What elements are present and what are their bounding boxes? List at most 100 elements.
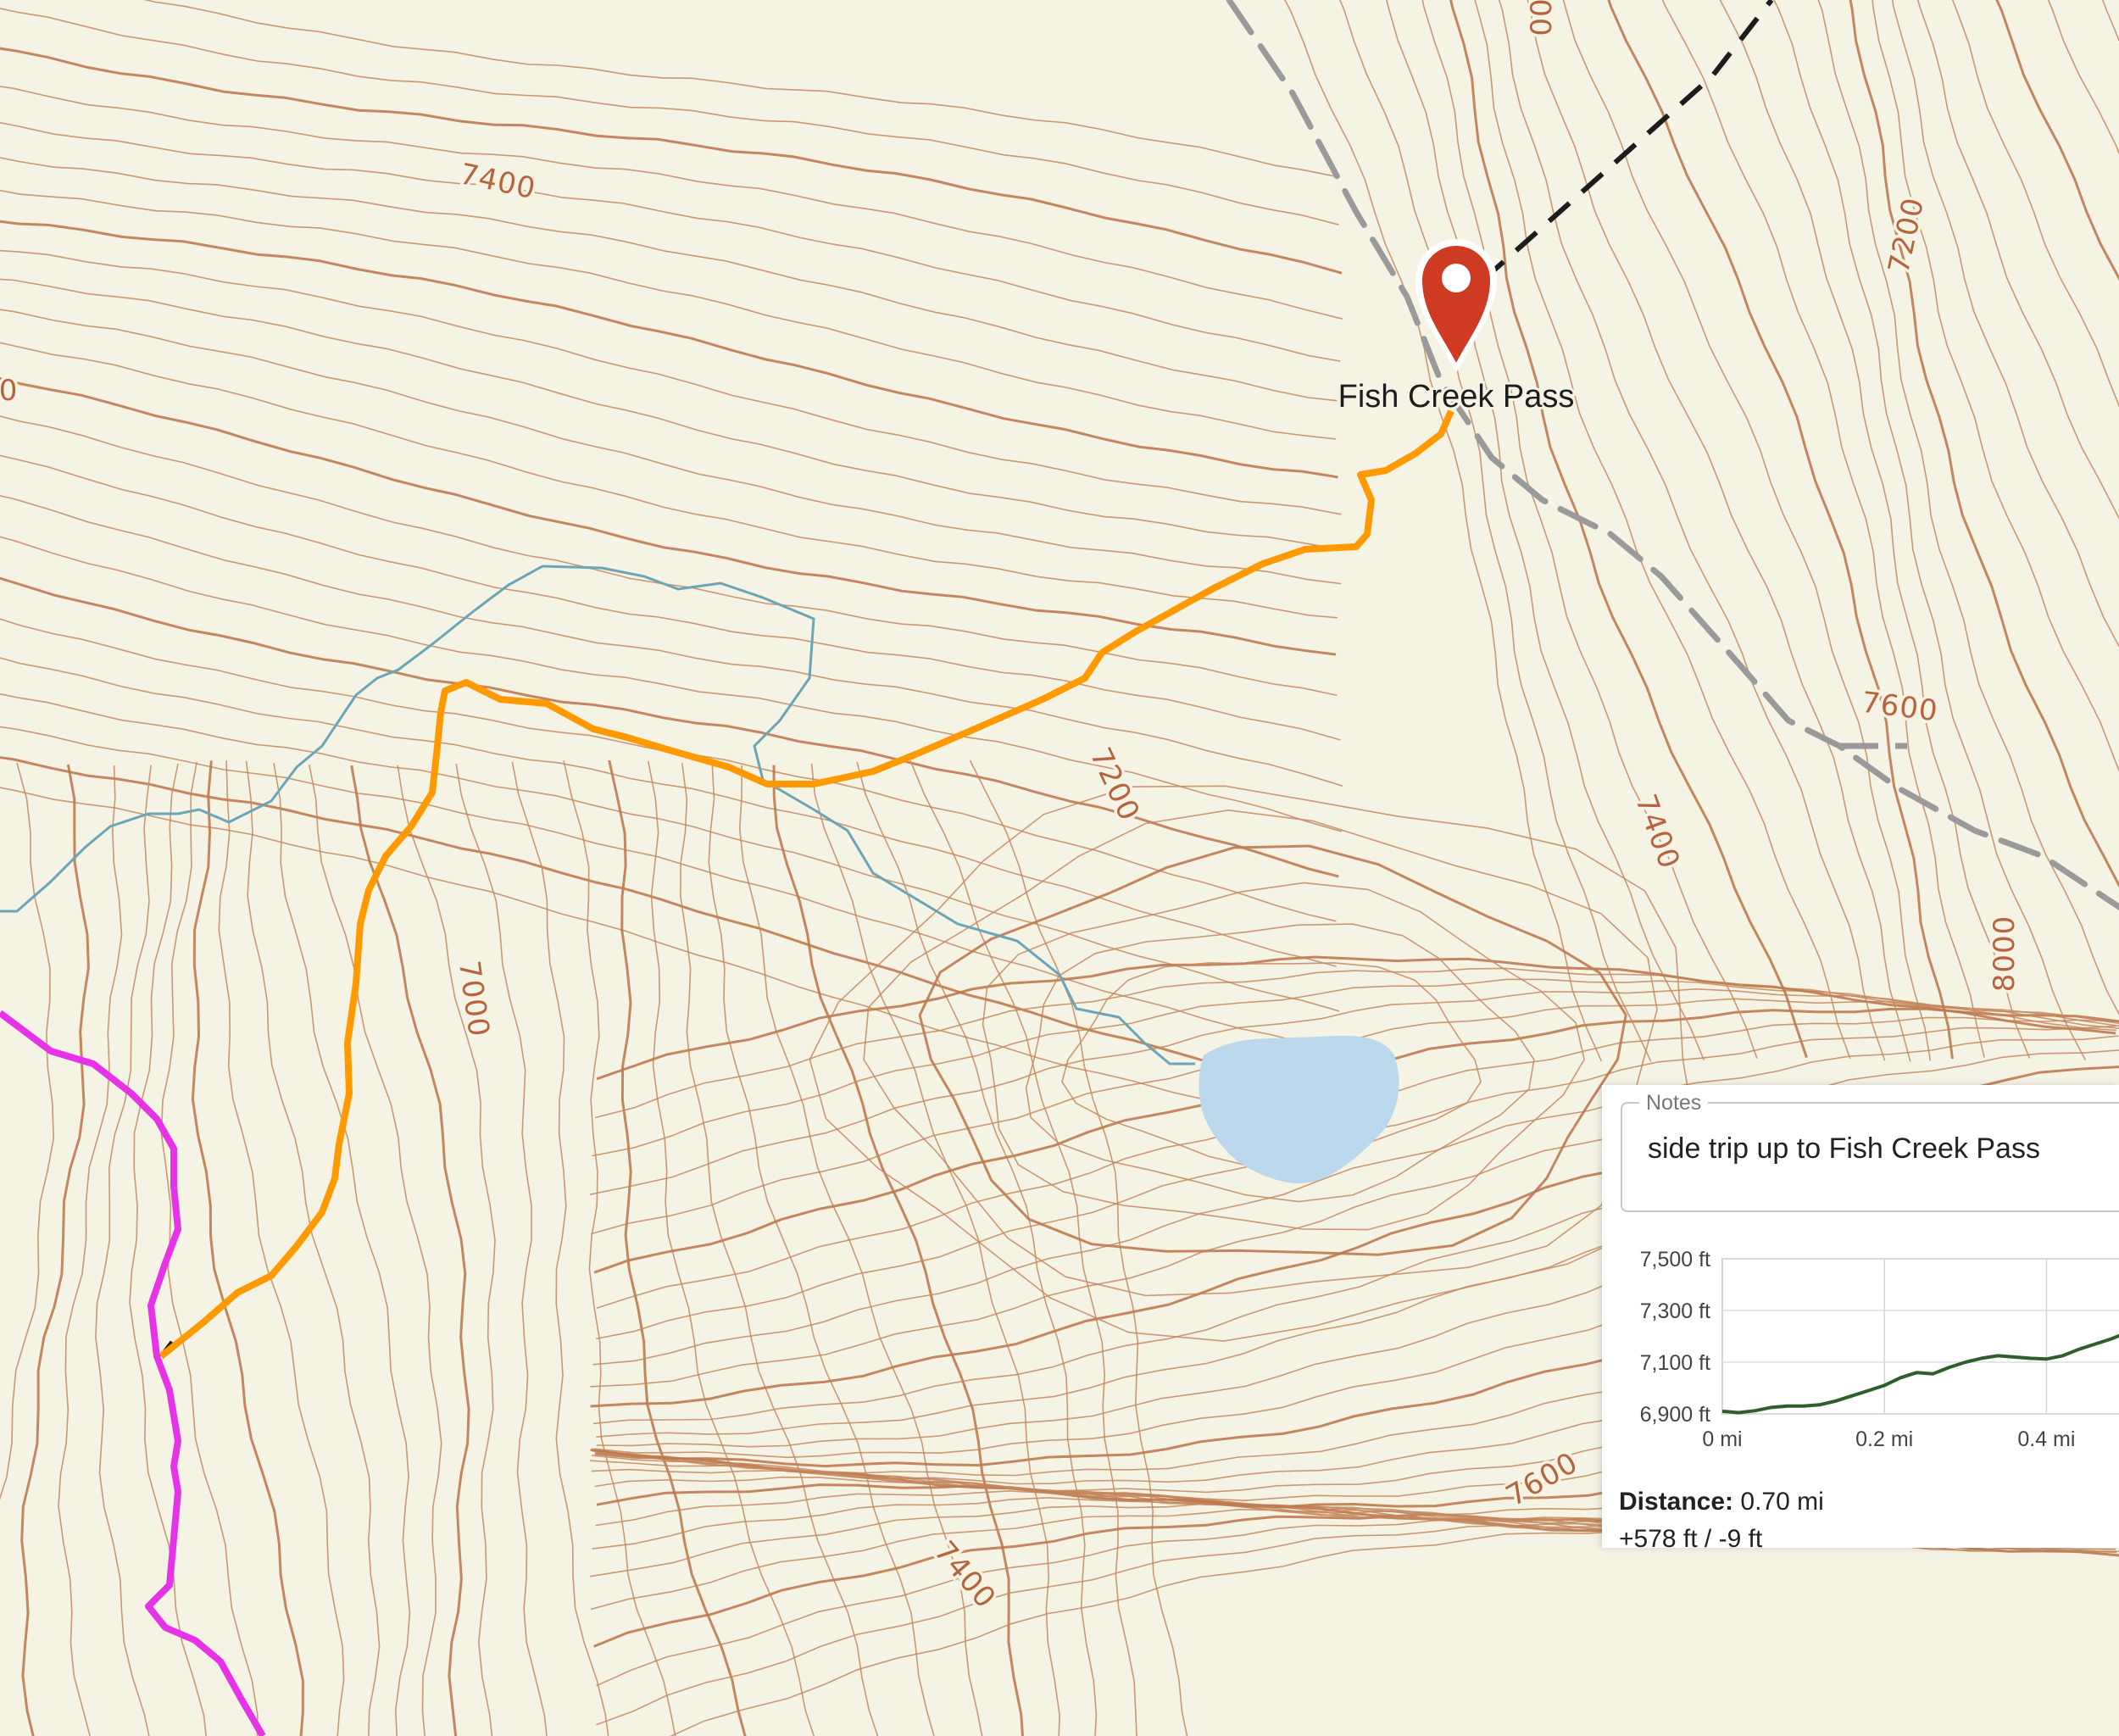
contour-line bbox=[1872, 0, 2119, 773]
contour-line bbox=[511, 761, 609, 1736]
contour-line bbox=[708, 764, 935, 1736]
contour-line bbox=[1025, 923, 1535, 1203]
contour-line bbox=[680, 762, 879, 1736]
contour-line bbox=[0, 762, 55, 1500]
contour-line bbox=[1849, 0, 2119, 888]
elevation-gain-loss: +578 ft / -9 ft bbox=[1619, 1525, 1763, 1548]
contour-line bbox=[810, 763, 1060, 1736]
contour-line bbox=[0, 454, 1341, 741]
contour-line bbox=[0, 536, 1343, 832]
contour-line bbox=[918, 844, 1627, 1256]
contour-label: 7000 bbox=[452, 959, 496, 1039]
contour-line bbox=[1474, 0, 1851, 1060]
contour-line bbox=[1527, 0, 1911, 1062]
y-tick-label: 6,900 ft bbox=[1640, 1403, 1710, 1427]
contour-line bbox=[592, 978, 2119, 1157]
contour-line bbox=[0, 756, 1343, 1093]
contour-label: 8000 bbox=[1988, 915, 2022, 993]
x-tick-label: 0.2 mi bbox=[1855, 1427, 1913, 1451]
contour-line bbox=[809, 785, 1694, 1342]
contour-line bbox=[0, 495, 1343, 787]
contour-line bbox=[218, 760, 345, 1736]
chart-frame bbox=[1721, 1258, 2119, 1415]
contour-line bbox=[1951, 0, 2119, 408]
contour-line bbox=[0, 122, 1341, 362]
contour-line bbox=[0, 657, 1337, 967]
notes-label: Notes bbox=[1639, 1091, 1709, 1116]
y-tick-label: 7,100 ft bbox=[1640, 1351, 1710, 1375]
contour-line bbox=[969, 760, 1188, 1736]
notes-text[interactable]: side trip up to Fish Creek Pass bbox=[1648, 1132, 2040, 1165]
main-route-line bbox=[0, 1010, 266, 1736]
contour-line bbox=[1421, 0, 1758, 1059]
contour-line bbox=[273, 762, 411, 1736]
contour-line bbox=[863, 809, 1658, 1297]
contour-line bbox=[608, 760, 747, 1736]
trail-dashed-line bbox=[1482, 0, 1774, 282]
contour-line bbox=[0, 47, 1343, 275]
y-tick-label: 7,300 ft bbox=[1640, 1299, 1710, 1323]
contour-line bbox=[982, 882, 1585, 1231]
contour-line bbox=[191, 760, 304, 1736]
contour-line bbox=[95, 765, 152, 1736]
contour-line bbox=[596, 955, 2116, 1081]
contour-line bbox=[0, 576, 1339, 878]
contour-line bbox=[0, 8, 1339, 225]
contour-line bbox=[772, 765, 1024, 1736]
place-marker[interactable] bbox=[1415, 239, 1497, 373]
contour-line bbox=[738, 765, 983, 1736]
contour-line bbox=[0, 342, 1338, 619]
place-label[interactable]: Fish Creek Pass bbox=[1336, 376, 1577, 417]
contour-line bbox=[589, 988, 2119, 1195]
contour-line bbox=[1284, 0, 1603, 1062]
contour-line bbox=[350, 765, 470, 1736]
route-stats: Distance: 0.70 mi +578 ft / -9 ft bbox=[1619, 1483, 1824, 1548]
map-pin-icon bbox=[1415, 239, 1497, 373]
notes-field[interactable]: Notes side trip up to Fish Creek Pass bbox=[1621, 1091, 2119, 1212]
contour-line bbox=[0, 278, 1343, 551]
contour-line bbox=[1817, 0, 2119, 1015]
contour-line bbox=[0, 249, 1342, 515]
contour-line bbox=[1995, 0, 2119, 281]
contour-line bbox=[1916, 0, 2119, 520]
contour-line bbox=[648, 760, 815, 1736]
contour-line bbox=[0, 220, 1338, 479]
distance-value: 0.70 mi bbox=[1740, 1488, 1824, 1516]
contour-line bbox=[563, 760, 676, 1736]
contour-line bbox=[397, 765, 496, 1736]
contour-line bbox=[592, 1035, 2119, 1366]
distance-row: Distance: 0.70 mi bbox=[1619, 1483, 1824, 1521]
contour-line bbox=[309, 764, 442, 1736]
contour-line bbox=[1339, 0, 1652, 1062]
x-tick-label: 0 mi bbox=[1702, 1427, 1742, 1451]
contour-line bbox=[0, 189, 1337, 440]
contour-line bbox=[0, 309, 1342, 585]
contour-line bbox=[1385, 0, 1705, 1061]
boundary-dashed-line bbox=[1226, 0, 2119, 910]
lake-area bbox=[1199, 1035, 1399, 1183]
contour-line bbox=[1773, 0, 2087, 1060]
elevation-line bbox=[1721, 1333, 2119, 1415]
contour-line bbox=[1719, 0, 2031, 1059]
contour-line bbox=[20, 764, 90, 1736]
contour-line bbox=[129, 763, 207, 1736]
contour-line bbox=[1891, 0, 2119, 648]
contour-line bbox=[1607, 0, 1954, 1060]
contour-line bbox=[590, 1049, 2119, 1388]
contour-line bbox=[0, 376, 1337, 656]
x-tick-label: 0.4 mi bbox=[2017, 1427, 2075, 1451]
contour-label: 0 bbox=[0, 374, 18, 408]
contour-line bbox=[0, 157, 1338, 402]
contour-line bbox=[1498, 0, 1886, 1061]
contour-line bbox=[58, 765, 123, 1736]
contour-line bbox=[143, 0, 1337, 178]
contour-line bbox=[455, 763, 548, 1736]
side-trip-route-line bbox=[159, 409, 1454, 1360]
contour-line bbox=[1661, 0, 1985, 1058]
route-info-panel: Notes side trip up to Fish Creek Pass 7,… bbox=[1602, 1085, 2119, 1548]
stream-line bbox=[0, 565, 1195, 1066]
contour-label: 00 bbox=[1525, 0, 1559, 36]
